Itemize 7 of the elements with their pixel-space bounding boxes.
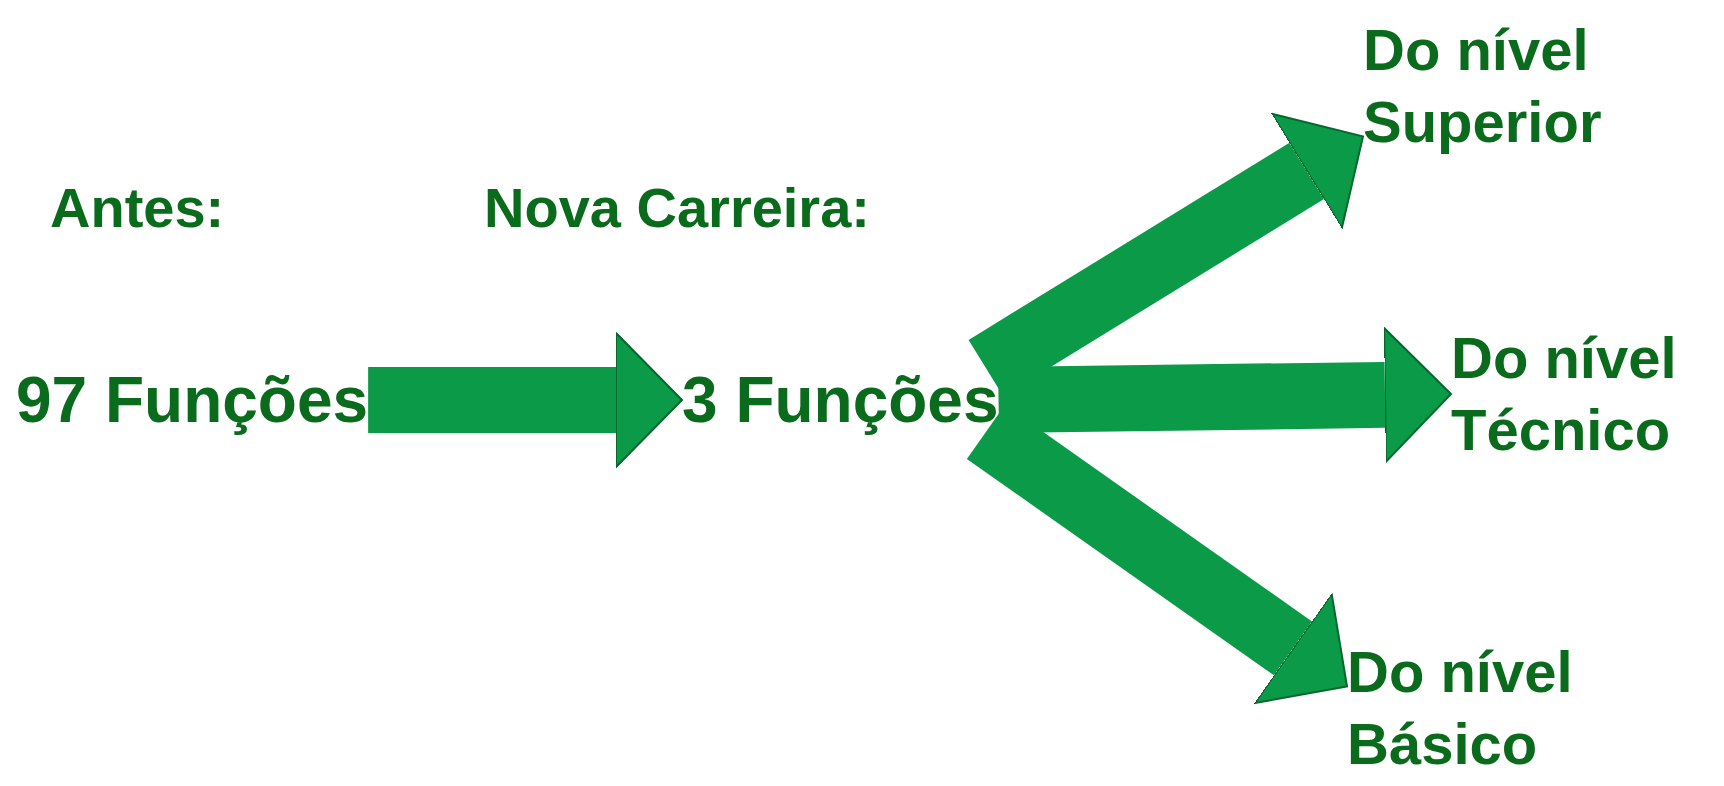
level-text: Do nível Básico	[1347, 638, 1574, 778]
block-arrow	[998, 326, 1452, 463]
heading-text: Nova Carreira:	[484, 180, 870, 236]
block-arrow	[368, 332, 683, 468]
level-text: Do nível Superior	[1363, 16, 1603, 156]
heading-text: Antes:	[50, 180, 225, 236]
level-text: Do nível Técnico	[1451, 324, 1678, 464]
